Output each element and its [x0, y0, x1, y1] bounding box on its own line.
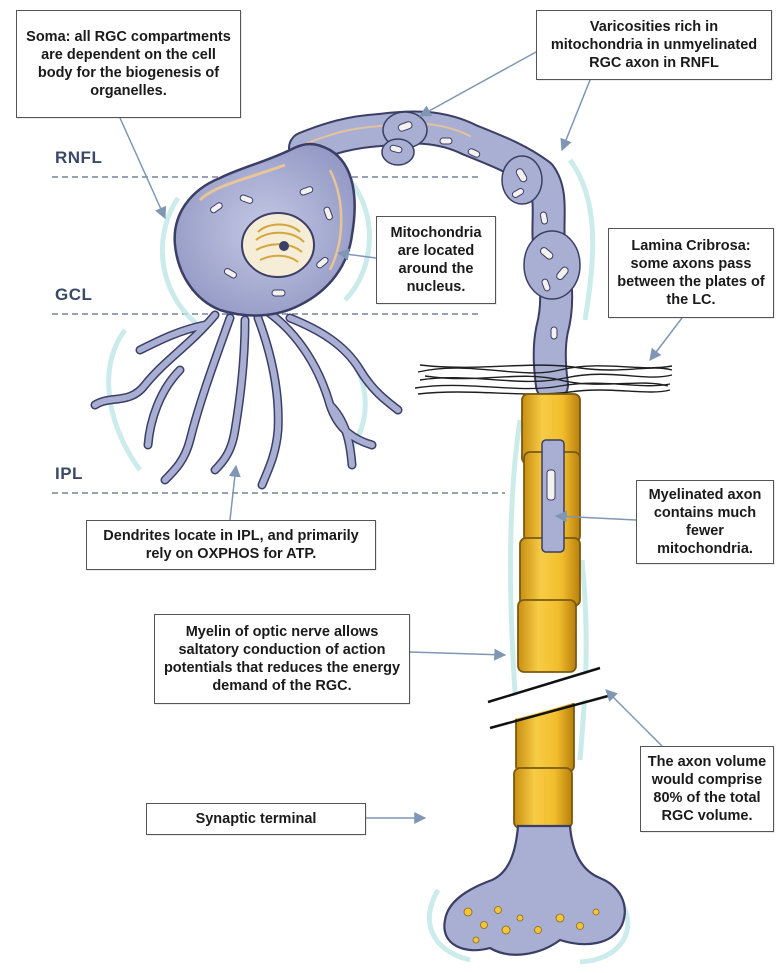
mitochondria-callout: Mitochondria are located around the nucl…: [376, 216, 496, 304]
dendrites-callout-text: Dendrites locate in IPL, and primarily r…: [93, 527, 369, 563]
soma-callout-text: Soma: all RGC compartments are dependent…: [23, 28, 234, 100]
varicosity: [524, 231, 580, 299]
dendrites: [95, 312, 398, 485]
synaptic-callout-text: Synaptic terminal: [196, 810, 317, 828]
axon-volume-callout-text: The axon volume would comprise 80% of th…: [647, 753, 767, 825]
soma-callout: Soma: all RGC compartments are dependent…: [16, 10, 241, 118]
soma: [175, 144, 355, 315]
dendrites-callout: Dendrites locate in IPL, and primarily r…: [86, 520, 376, 570]
myelin-optic-arrow: [410, 652, 505, 655]
layer-label-rnfl: RNFL: [55, 148, 102, 168]
synaptic-terminal-shape: [444, 826, 624, 955]
myelinated-axon: [488, 394, 608, 828]
layer-label-gcl: GCL: [55, 285, 92, 305]
axon-volume-callout: The axon volume would comprise 80% of th…: [640, 746, 774, 832]
varicosities-callout: Varicosities rich in mitochondria in unm…: [536, 10, 772, 80]
mitochondria-callout-text: Mitochondria are located around the nucl…: [383, 224, 489, 296]
layer-label-ipl: IPL: [55, 464, 83, 484]
synaptic-callout: Synaptic terminal: [146, 803, 366, 835]
varicosity-arrow-2: [562, 80, 590, 150]
lamina-arrow: [650, 318, 682, 360]
lamina-callout: Lamina Cribrosa: some axons pass between…: [608, 228, 774, 318]
lamina-callout-text: Lamina Cribrosa: some axons pass between…: [615, 237, 767, 309]
myelin-optic-callout: Myelin of optic nerve allows saltatory c…: [154, 614, 410, 704]
varicosity-arrow-1: [420, 52, 536, 116]
myelinated-callout-text: Myelinated axon contains much fewer mito…: [643, 486, 767, 558]
axon-volume-arrow: [606, 690, 662, 746]
varicosities-callout-text: Varicosities rich in mitochondria in unm…: [543, 18, 765, 72]
soma-arrow: [120, 118, 165, 218]
myelinated-callout: Myelinated axon contains much fewer mito…: [636, 480, 774, 564]
myelin-optic-callout-text: Myelin of optic nerve allows saltatory c…: [161, 623, 403, 695]
